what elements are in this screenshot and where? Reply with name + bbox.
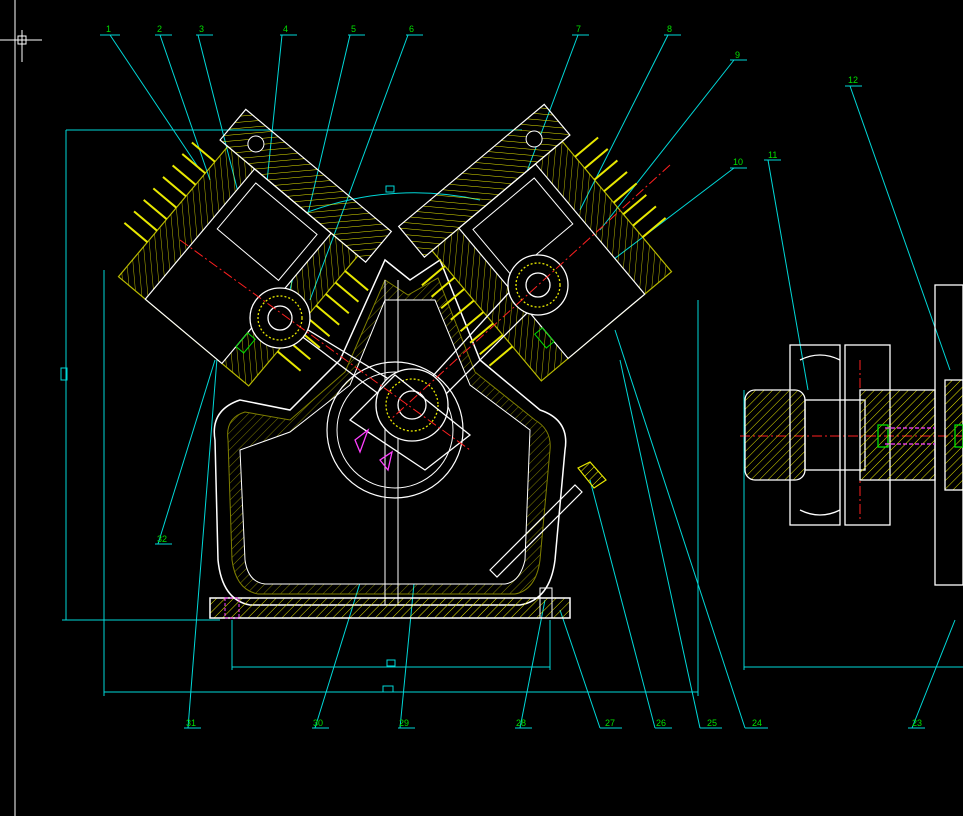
callout-8: 8	[667, 24, 672, 34]
callout-5: 5	[351, 24, 356, 34]
crankcase	[209, 258, 571, 619]
callout-4: 4	[283, 24, 288, 34]
callout-labels: 1 2 3 4 5 6 7 8 9 10 11 12 23 24 25 26 2…	[106, 24, 922, 728]
callout-24: 24	[752, 718, 762, 728]
callout-6: 6	[409, 24, 414, 34]
callout-23: 23	[912, 718, 922, 728]
oil-dipstick	[489, 461, 607, 578]
callout-32: 32	[157, 534, 167, 544]
connecting-rods	[249, 254, 569, 472]
callout-3: 3	[199, 24, 204, 34]
dimension-lines	[60, 129, 963, 696]
callout-30: 30	[313, 718, 323, 728]
cursor-crosshair	[0, 0, 42, 816]
callout-28: 28	[516, 718, 526, 728]
callout-12: 12	[848, 75, 858, 85]
callout-1: 1	[106, 24, 111, 34]
callout-10: 10	[733, 157, 743, 167]
coupling-side-view	[744, 284, 963, 586]
callout-2: 2	[157, 24, 162, 34]
callout-31: 31	[186, 718, 196, 728]
callout-26: 26	[656, 718, 666, 728]
callout-11: 11	[768, 150, 777, 160]
callout-9: 9	[735, 50, 740, 60]
callout-29: 29	[399, 718, 409, 728]
callout-7: 7	[576, 24, 581, 34]
callout-27: 27	[605, 718, 615, 728]
callout-25: 25	[707, 718, 717, 728]
